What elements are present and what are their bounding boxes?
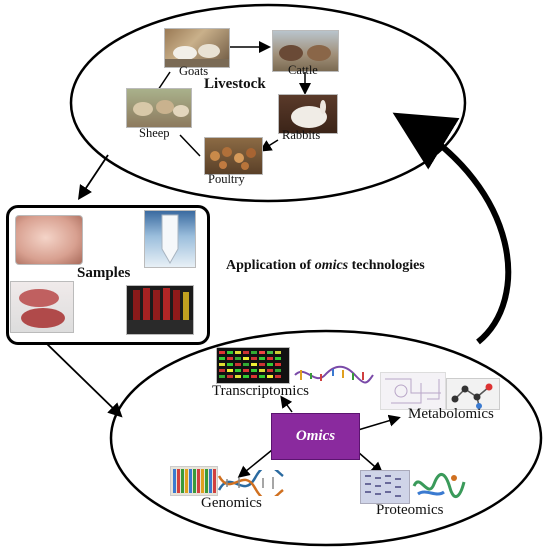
arrow-livestock-samples <box>78 154 109 200</box>
label-cattle: Cattle <box>288 63 318 77</box>
poultry-photo <box>204 137 263 175</box>
application-emphasis: omics <box>314 258 349 273</box>
label-proteomics: Proteomics <box>376 502 444 518</box>
arrow-omics-metabolomics <box>357 414 401 431</box>
rabbits-photo <box>278 94 338 134</box>
arrow-samples-omics <box>44 341 123 418</box>
brain-sample-photo <box>15 215 83 265</box>
transcriptomics-image <box>216 347 290 384</box>
protein-structure-icon <box>412 473 466 498</box>
metabolite-molecule-image <box>446 378 500 410</box>
blood-tubes-photo <box>126 285 194 335</box>
application-title: Application of omics technologies <box>226 258 425 274</box>
line-goats-sheep <box>157 71 171 91</box>
label-metabolomics: Metabolomics <box>408 406 494 422</box>
metabolomics-pathway-image <box>380 372 446 410</box>
livestock-ellipse <box>69 3 467 203</box>
omics-center-label: Omics <box>295 428 336 444</box>
omics-ellipse <box>109 329 543 547</box>
application-suffix: technologies <box>348 258 425 273</box>
sheep-photo <box>126 88 192 128</box>
goats-photo <box>164 28 230 68</box>
arrow-rabbits-poultry <box>259 139 279 152</box>
label-sheep: Sheep <box>139 126 170 140</box>
arrow-omics-proteomics <box>357 451 384 474</box>
tube-sample-photo <box>144 210 196 268</box>
arrow-omics-genomics <box>237 449 273 478</box>
proteomics-gel-image <box>360 470 410 504</box>
rna-strand-icon <box>294 365 374 384</box>
label-rabbits: Rabbits <box>282 128 321 142</box>
label-goats: Goats <box>179 64 209 78</box>
cattle-photo <box>272 30 339 72</box>
dna-helix-icon <box>217 470 284 496</box>
label-transcriptomics: Transcriptomics <box>212 383 309 399</box>
arrow-omics-transcriptomics <box>280 395 293 413</box>
label-genomics: Genomics <box>201 495 262 511</box>
application-prefix: Application of <box>226 258 315 273</box>
line-sheep-poultry <box>179 134 201 157</box>
samples-title: Samples <box>77 265 131 281</box>
arrow-omics-livestock <box>392 112 512 345</box>
tissue-sample-photo <box>10 281 74 333</box>
genomics-sequence-image <box>170 466 218 496</box>
label-poultry: Poultry <box>208 172 245 186</box>
livestock-title: Livestock <box>204 76 266 92</box>
omics-center-box: Omics <box>271 413 360 460</box>
